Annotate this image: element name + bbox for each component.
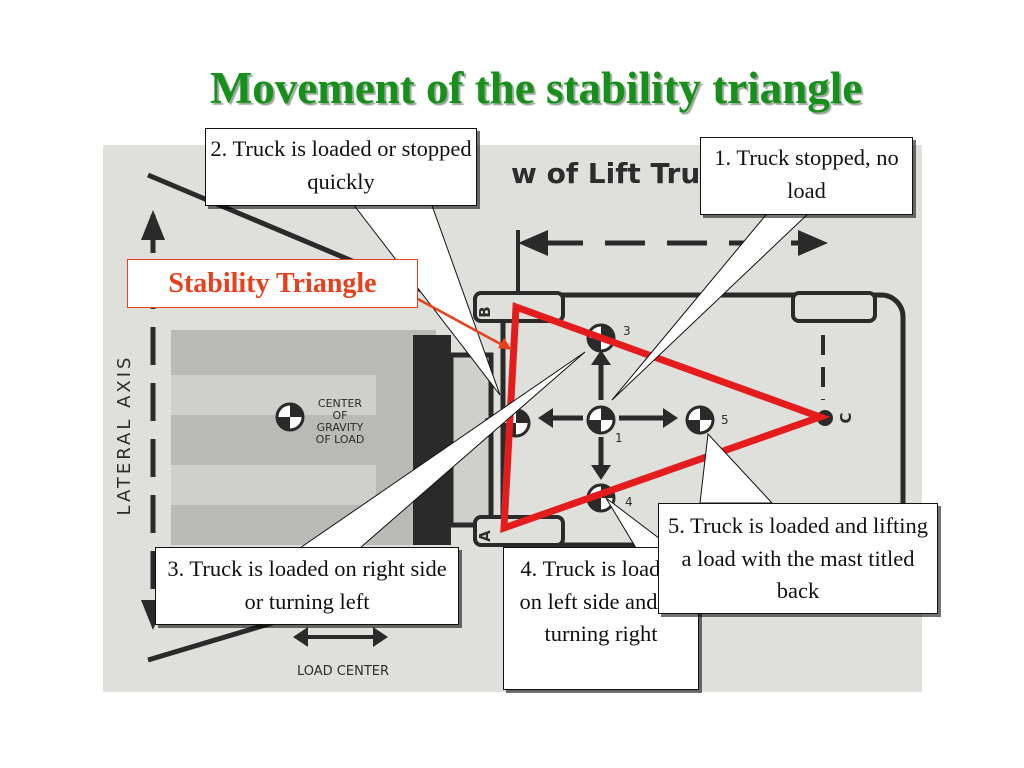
callout-4-text: 4. Truck is loaded on left side and/or t… [519,556,683,647]
wheel-rear-top [791,291,877,323]
callout-3-text: 3. Truck is loaded on right side or turn… [167,556,447,614]
top-arrow-right-head [798,230,828,256]
slide-title: Movement of the stability triangle [209,63,863,113]
cg-number-2: 2 [484,416,492,430]
callout-3: 3. Truck is loaded on right side or turn… [155,547,459,625]
callout-2-text: 2. Truck is loaded or stopped quickly [210,136,472,194]
callout-1: 1. Truck stopped, no load [700,137,913,215]
arrow-head-4 [591,465,611,480]
mast [413,335,451,545]
callout-2: 2. Truck is loaded or stopped quickly [205,128,477,206]
cg-5-symbol [685,405,715,435]
point-label-b: B [476,306,494,317]
point-label-c: C [837,412,855,423]
arrow-head-2 [538,408,553,428]
cg-1-symbol [586,405,616,435]
load-center-label: LOAD CENTER [297,664,389,679]
load-area [171,330,436,545]
callout-1-text: 1. Truck stopped, no load [714,145,899,203]
cg-number-5: 5 [721,413,729,427]
arrow-head-5 [663,408,678,428]
cg-number-1: 1 [615,431,623,445]
lateral-axis-arrow-up [141,210,165,240]
mast-frame [448,352,494,528]
load-center-arrow-right [373,627,388,647]
cg-load-text-4: OF LOAD [316,433,365,446]
load-center-arrow-left [293,627,308,647]
lateral-axis-label: LATERAL AXIS [114,355,135,516]
cg-number-3: 3 [623,324,631,338]
stability-triangle-label: Stability Triangle [127,259,418,308]
callout-4: 4. Truck is loaded on left side and/or t… [503,547,699,690]
diagram-heading: w of Lift Truck [511,157,737,190]
arrow-head-3 [591,350,611,365]
callout-5-text: 5. Truck is loaded and lifting a load wi… [668,513,928,604]
point-label-a: A [476,530,494,542]
cg-number-4: 4 [625,495,633,509]
callout-5: 5. Truck is loaded and lifting a load wi… [658,503,938,614]
fork-lower [171,465,376,505]
top-arrow-left-head [518,230,548,256]
cg-load-symbol [275,402,305,432]
